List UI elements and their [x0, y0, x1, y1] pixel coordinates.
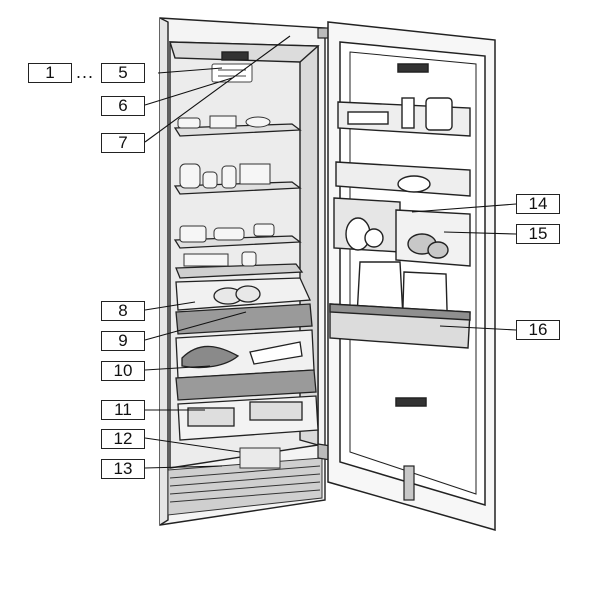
callout-9: 9 [101, 331, 145, 351]
callout-6: 6 [101, 96, 145, 116]
callout-11: 11 [101, 400, 145, 420]
leader-lines [144, 35, 517, 469]
vegetable-drawer [175, 329, 317, 401]
callout-14: 14 [516, 194, 560, 214]
chiller-drawer [175, 277, 313, 335]
door-latch [403, 465, 415, 501]
callout-13: 13 [101, 459, 145, 479]
ventilation-grille [167, 447, 323, 516]
bottom-drawer [177, 395, 319, 441]
callout-16: 16 [516, 320, 560, 340]
callout-15: 15 [516, 224, 560, 244]
callout-1: 1 [28, 63, 72, 83]
callout-5: 5 [101, 63, 145, 83]
callout-10: 10 [101, 361, 145, 381]
shelf-food [177, 115, 275, 267]
callout-12: 12 [101, 429, 145, 449]
callout-8: 8 [101, 301, 145, 321]
callout-7: 7 [101, 133, 145, 153]
callout-range-ellipsis: ... [76, 62, 95, 82]
glass-shelves [173, 123, 304, 279]
door-bins [329, 97, 471, 349]
interior-light [211, 63, 253, 83]
